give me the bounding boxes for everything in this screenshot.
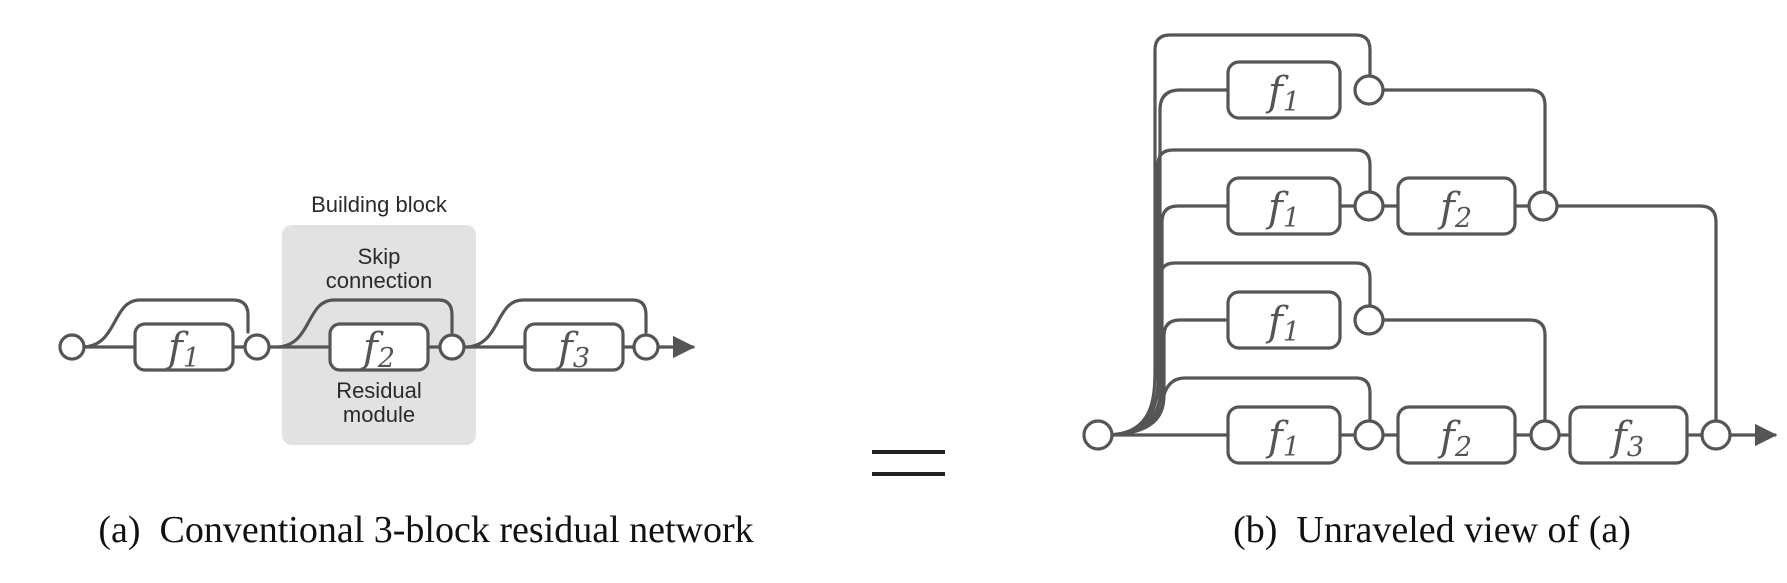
row2-sum-node-2 xyxy=(1527,190,1559,222)
unraveled-input-node xyxy=(1082,419,1114,451)
conventional-network-diagram: Building block Skip connection Residual … xyxy=(58,192,696,445)
skip-connection-2 xyxy=(276,298,454,349)
unraveled-row1-f1: f1 xyxy=(1226,60,1342,120)
row3-skip xyxy=(1108,261,1372,437)
row1-f1-subscript: 1 xyxy=(1283,87,1300,118)
skip-connection-3 xyxy=(465,298,648,349)
row3-sum-node xyxy=(1353,304,1385,336)
sum-node-3 xyxy=(632,333,660,361)
row4-f1-subscript: 1 xyxy=(1283,432,1300,463)
row2-skip xyxy=(1108,148,1372,437)
row2-f1-subscript: 1 xyxy=(1283,203,1300,234)
row2-output xyxy=(1556,204,1718,422)
module-box-f3: f3 xyxy=(523,322,625,374)
row1-sum-node xyxy=(1353,74,1385,106)
row1-output xyxy=(1366,88,1547,195)
skip-connection-label-line2: connection xyxy=(326,268,432,293)
skip-connection-1 xyxy=(82,298,250,349)
row3-output xyxy=(1381,318,1547,422)
sum-node-2 xyxy=(438,333,466,361)
input-node xyxy=(58,333,86,361)
module-box-f1: f1 xyxy=(133,322,235,374)
module-f1-subscript: 1 xyxy=(183,343,200,374)
unraveled-outer-skip xyxy=(1108,33,1372,437)
module-box-f2: f2 xyxy=(328,322,430,374)
row4-f3-subscript: 3 xyxy=(1627,432,1644,463)
module-f2-subscript: 2 xyxy=(377,343,395,374)
unraveled-row4-f2: f2 xyxy=(1396,405,1517,465)
row4-f2-subscript: 2 xyxy=(1454,432,1472,463)
residual-module-label-line2: module xyxy=(343,402,415,427)
unraveled-row2-f2: f2 xyxy=(1396,176,1517,236)
caption-b: (b) Unraveled view of (a) xyxy=(1233,509,1631,551)
module-f3-subscript: 3 xyxy=(573,343,590,374)
equals-sign xyxy=(872,450,945,476)
svg-text:f2: f2 xyxy=(360,325,395,374)
sum-node-1 xyxy=(243,333,271,361)
unraveled-row2-f1: f1 xyxy=(1226,176,1342,236)
row4-sum-node-3 xyxy=(1700,419,1732,451)
row3-f1-subscript: 1 xyxy=(1283,317,1300,348)
row2-f2-subscript: 2 xyxy=(1454,203,1472,234)
unraveled-row4-f1: f1 xyxy=(1226,405,1342,465)
row2-sum-node-1 xyxy=(1353,190,1385,222)
row4-sum-node-2 xyxy=(1529,419,1561,451)
unraveled-row3-f1: f1 xyxy=(1226,290,1342,350)
building-block-title: Building block xyxy=(311,192,448,217)
caption-a: (a) Conventional 3-block residual networ… xyxy=(98,509,753,551)
unraveled-network-diagram: f1 f1 f2 f1 f1 f2 f3 xyxy=(1082,33,1778,465)
residual-module-label-line1: Residual xyxy=(336,378,422,403)
unraveled-row4-f3: f3 xyxy=(1568,405,1689,465)
svg-text:f1: f1 xyxy=(165,325,200,374)
row4-skip xyxy=(1108,376,1372,437)
skip-connection-label-line1: Skip xyxy=(358,244,401,269)
row4-sum-node-1 xyxy=(1353,419,1385,451)
